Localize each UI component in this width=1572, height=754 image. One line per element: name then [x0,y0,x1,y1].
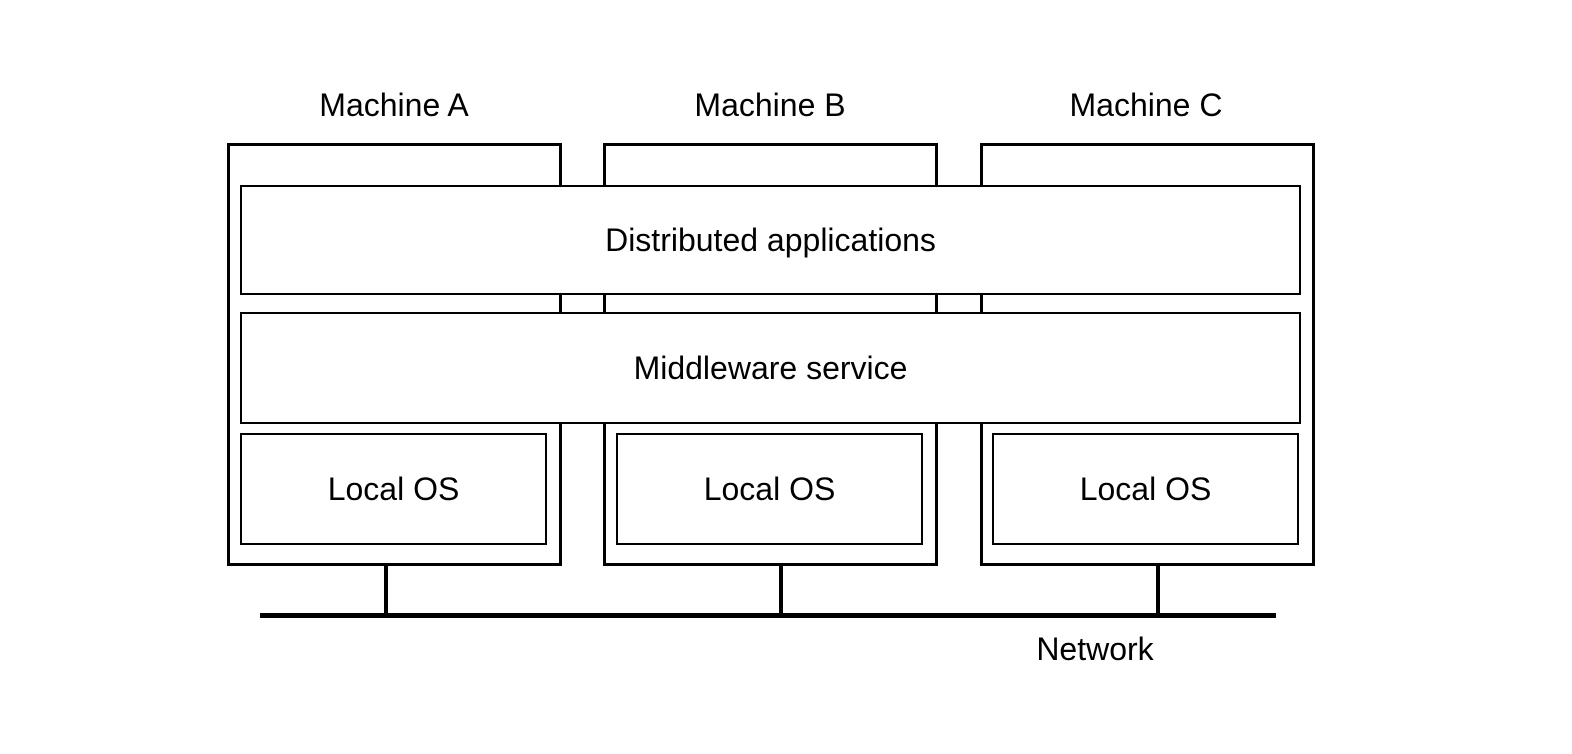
middleware-service-label: Middleware service [633,349,908,386]
distributed-applications-layer: Distributed applications [240,185,1301,295]
machine-b-label: Machine B [694,87,846,123]
machine-c-network-link [1156,563,1160,615]
machine-a-label: Machine A [319,87,469,123]
machine-c-local-os: Local OS [992,433,1299,545]
distributed-applications-label: Distributed applications [605,221,936,258]
machine-b-local-os: Local OS [616,433,923,545]
machine-c-local-os-label: Local OS [1079,470,1212,507]
network-label: Network [1036,631,1154,667]
middleware-service-layer: Middleware service [240,312,1301,424]
machine-b-network-link [779,563,783,615]
machine-a-local-os: Local OS [240,433,547,545]
machine-b-local-os-label: Local OS [703,470,836,507]
machine-a-network-link [384,563,388,615]
network-line [260,613,1276,618]
machine-a-local-os-label: Local OS [327,470,460,507]
machine-c-label: Machine C [1069,87,1223,123]
